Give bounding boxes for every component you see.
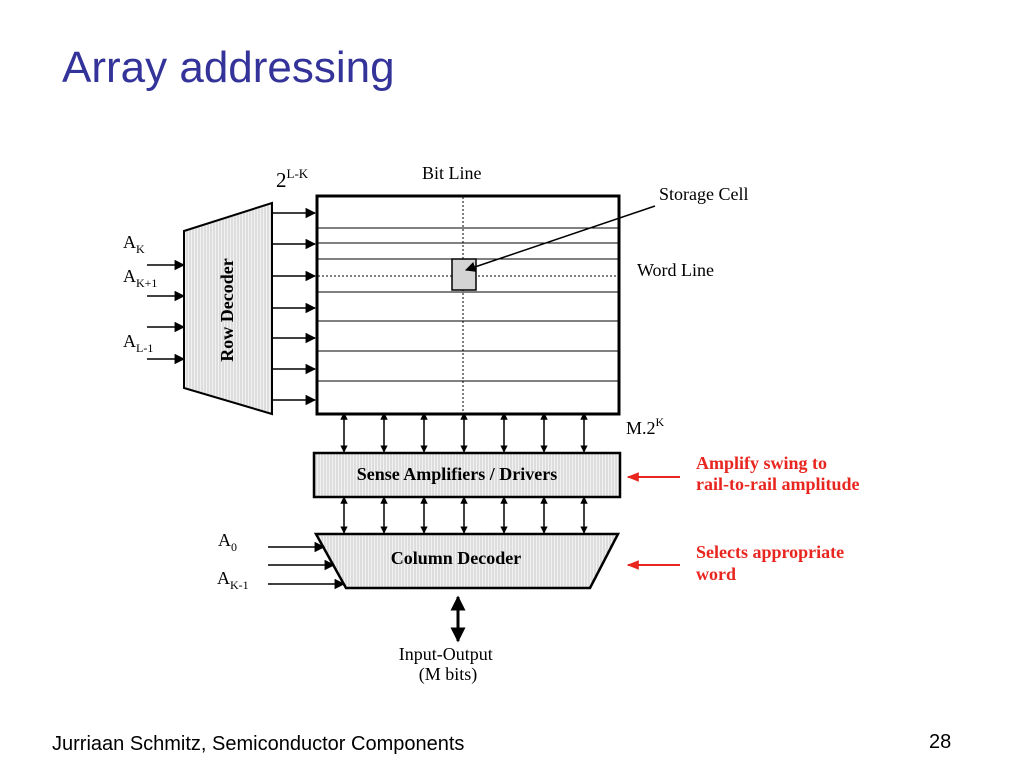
annotation-text: Amplify swing to rail-to-rail amplitude xyxy=(696,453,859,494)
page-number: 28 xyxy=(929,731,952,753)
row-decoder-block xyxy=(183,201,273,416)
slide-footer: Jurriaan Schmitz, Semiconductor Componen… xyxy=(52,733,465,755)
row-decoder-label: Row Decoder xyxy=(217,258,237,361)
memory-array xyxy=(315,194,621,416)
row-input-label: AK+1 xyxy=(123,266,157,290)
column-decoder: Column Decoder xyxy=(313,532,621,590)
word-line-label: Word Line xyxy=(637,260,714,280)
row-input-label: AL-1 xyxy=(123,331,153,355)
annotation-selects: Selects appropriate word xyxy=(626,542,849,584)
sense-amplifiers-label: Sense Amplifiers / Drivers xyxy=(357,464,557,484)
column-decoder-label: Column Decoder xyxy=(391,548,521,568)
array-frame xyxy=(315,194,621,416)
storage-cell-label: Storage Cell xyxy=(659,184,748,204)
column-decoder-block xyxy=(313,532,621,590)
sense-amplifiers: Sense Amplifiers / Drivers xyxy=(312,451,622,499)
columns-label: M.2K xyxy=(626,415,665,438)
bit-line-arrows-upper xyxy=(340,412,588,453)
row-decoder: Row Decoder xyxy=(183,201,273,416)
bit-line-arrows-lower xyxy=(340,496,588,534)
io-label: Input-Output (M bits) xyxy=(399,644,498,685)
bit-line-label: Bit Line xyxy=(422,163,482,183)
io-label-line1: Input-Output xyxy=(399,644,493,664)
column-input-label: A0 xyxy=(218,530,237,554)
sense-amplifiers-block xyxy=(312,451,622,499)
row-count-label: 2L-K xyxy=(276,166,309,192)
storage-cell xyxy=(451,258,477,291)
slide-title: Array addressing xyxy=(62,43,395,92)
storage-cell-pointer xyxy=(465,205,656,272)
io-label-line2: (M bits) xyxy=(419,664,478,685)
annotation-text: Selects appropriate word xyxy=(696,542,849,584)
annotation-amplify: Amplify swing to rail-to-rail amplitude xyxy=(626,453,859,494)
column-input-label: AK-1 xyxy=(217,568,249,592)
row-input-label: AK xyxy=(123,232,145,256)
